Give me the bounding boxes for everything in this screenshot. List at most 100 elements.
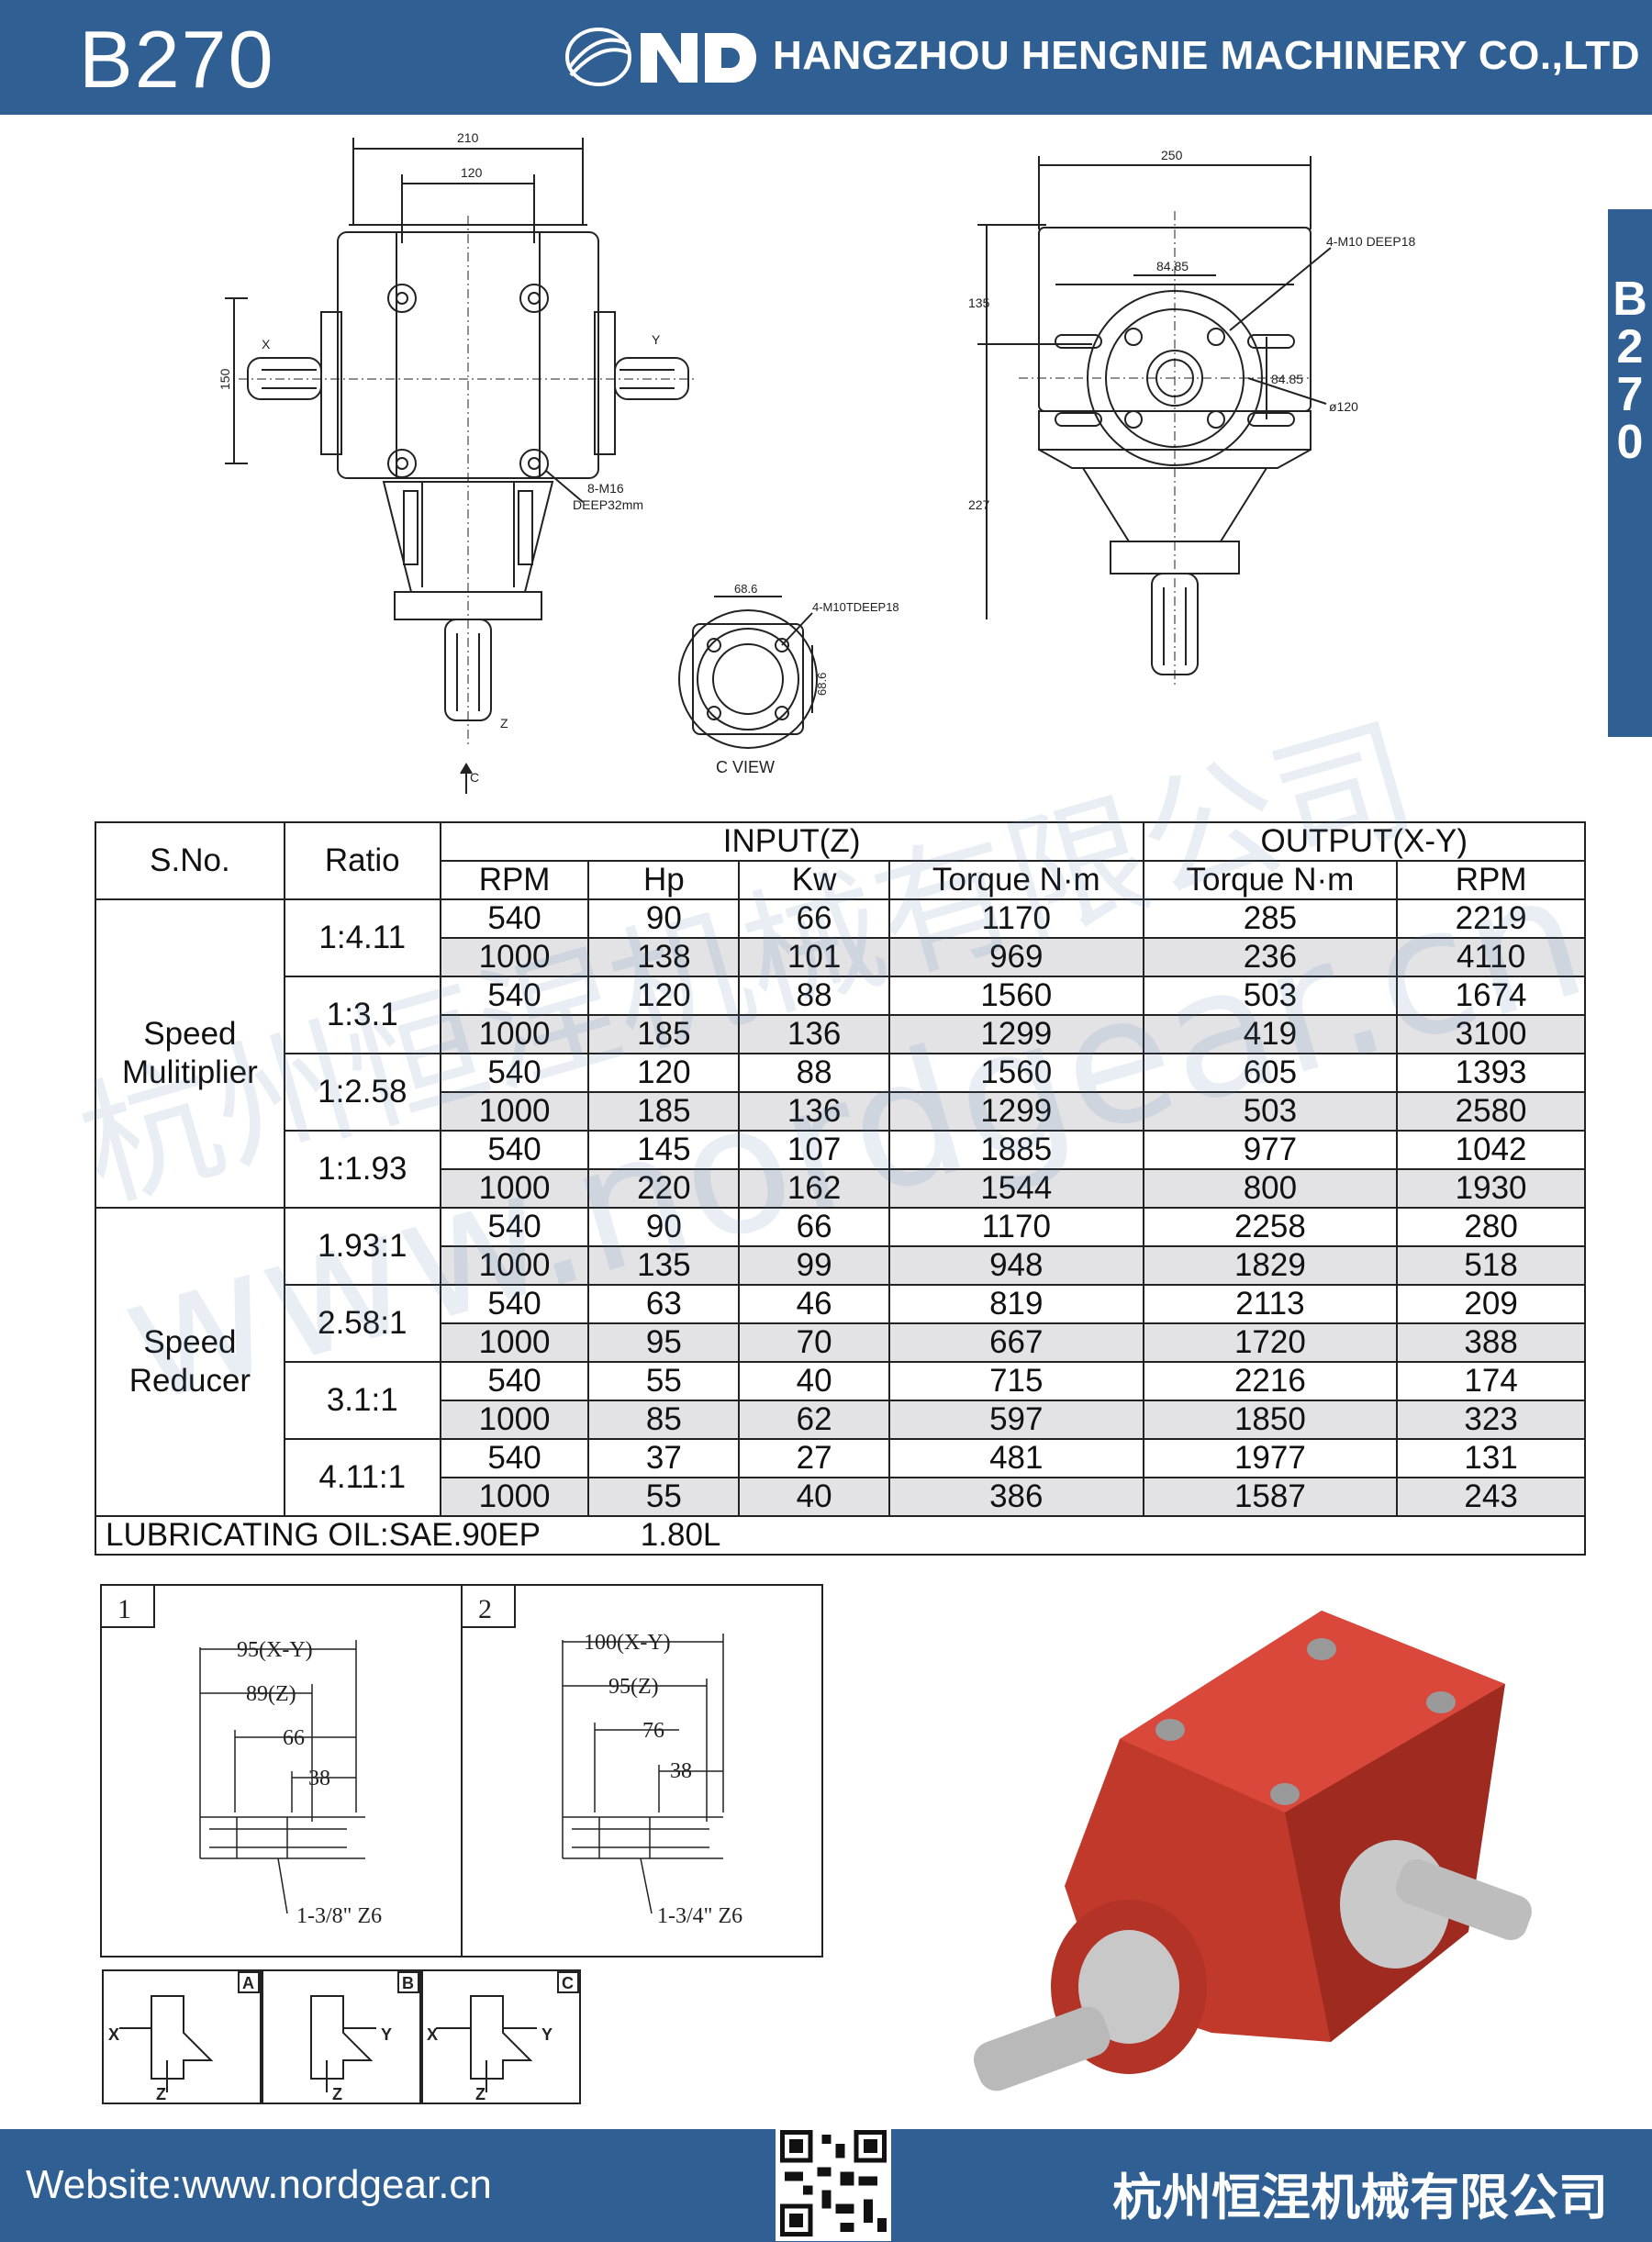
value-cell: 145 — [587, 1130, 741, 1170]
value-cell: 174 — [1396, 1361, 1586, 1401]
shaft-1-dim: 89(Z) — [246, 1682, 296, 1706]
value-cell: 1930 — [1396, 1168, 1586, 1209]
dim-label: 210 — [457, 130, 479, 145]
value-cell: 236 — [1142, 937, 1399, 977]
value-cell: 1170 — [887, 1207, 1144, 1247]
value-cell: 1000 — [439, 1477, 590, 1517]
group-label-line: Speed — [143, 1016, 237, 1052]
value-cell: 800 — [1142, 1168, 1399, 1209]
value-cell: 540 — [439, 976, 590, 1016]
bolt-note: DEEP32mm — [573, 497, 643, 512]
value-cell: 46 — [738, 1284, 890, 1324]
ratio-cell: 3.1:1 — [283, 1361, 441, 1440]
value-cell: 120 — [587, 976, 741, 1016]
value-cell: 88 — [738, 1053, 890, 1093]
value-cell: 1299 — [887, 1014, 1144, 1054]
subheader: RPM — [439, 860, 590, 900]
dim-label: 250 — [1161, 148, 1183, 162]
value-cell: 540 — [439, 1053, 590, 1093]
value-cell: 85 — [587, 1400, 741, 1440]
shaft-1-dim: 38 — [308, 1767, 330, 1790]
value-cell: 136 — [738, 1091, 890, 1132]
shaft-1-number: 1 — [117, 1594, 131, 1624]
value-cell: 540 — [439, 1438, 590, 1478]
value-cell: 1000 — [439, 1014, 590, 1054]
header-output: OUTPUT(X-Y) — [1142, 821, 1587, 862]
value-cell: 1393 — [1396, 1053, 1586, 1093]
subheader: RPM — [1396, 860, 1586, 900]
side-tab-label: B 2 7 0 — [1608, 275, 1652, 466]
value-cell: 63 — [587, 1284, 741, 1324]
ratio-cell: 4.11:1 — [283, 1438, 441, 1517]
shaft-2-dim: 76 — [642, 1719, 664, 1743]
value-cell: 62 — [738, 1400, 890, 1440]
value-cell: 55 — [587, 1477, 741, 1517]
value-cell: 1299 — [887, 1091, 1144, 1132]
oil-volume: 1.80L — [640, 1517, 721, 1553]
axis-label-x: X — [262, 337, 271, 351]
value-cell: 40 — [738, 1361, 890, 1401]
side-tab-char: 0 — [1616, 416, 1644, 469]
value-cell: 2580 — [1396, 1091, 1586, 1132]
value-cell: 4110 — [1396, 937, 1586, 977]
ratio-cell: 1:3.1 — [283, 976, 441, 1054]
value-cell: 101 — [738, 937, 890, 977]
shaft-2-spline: 1-3/4" Z6 — [657, 1904, 742, 1928]
value-cell: 90 — [587, 898, 741, 939]
front-view-drawing: 210 120 150 X Y Z C 8-M16 DEEP32mm — [220, 130, 698, 794]
value-cell: 948 — [887, 1245, 1144, 1286]
config-letter: A — [242, 1974, 254, 1992]
value-cell: 1720 — [1142, 1322, 1399, 1363]
bolt-note: 8-M16 — [587, 481, 624, 496]
dim-label: 227 — [968, 497, 990, 512]
config-diagrams: A B C X Z Y Z X Y Z — [102, 1969, 581, 2104]
axis-label-y: Y — [652, 332, 661, 347]
value-cell: 3100 — [1396, 1014, 1586, 1054]
config-axis: Y — [381, 2025, 392, 2044]
value-cell: 66 — [738, 898, 890, 939]
value-cell: 37 — [587, 1438, 741, 1478]
value-cell: 55 — [587, 1361, 741, 1401]
value-cell: 138 — [587, 937, 741, 977]
dim-label: 120 — [461, 165, 483, 180]
subheader: Kw — [738, 860, 890, 900]
value-cell: 107 — [738, 1130, 890, 1170]
qr-code-icon[interactable] — [776, 2125, 891, 2241]
value-cell: 40 — [738, 1477, 890, 1517]
value-cell: 819 — [887, 1284, 1144, 1324]
header-ratio: Ratio — [283, 821, 441, 900]
gearbox-photo — [973, 1611, 1532, 2091]
bolt-note: 4-M10TDEEP18 — [812, 600, 899, 614]
side-view-drawing: 250 135 227 84.85 84.85 ø120 4-M10 DEEP1… — [968, 148, 1415, 688]
website-link[interactable]: Website:www.nordgear.cn — [26, 2162, 492, 2207]
value-cell: 540 — [439, 1207, 590, 1247]
value-cell: 1674 — [1396, 976, 1586, 1016]
value-cell: 1560 — [887, 1053, 1144, 1093]
value-cell: 243 — [1396, 1477, 1586, 1517]
value-cell: 503 — [1142, 976, 1399, 1016]
company-name: HANGZHOU HENGNIE MACHINERY CO.,LTD — [773, 33, 1641, 78]
value-cell: 185 — [587, 1014, 741, 1054]
dim-label: 84.85 — [1156, 259, 1189, 273]
value-cell: 597 — [887, 1400, 1144, 1440]
dim-label: 135 — [968, 296, 990, 310]
value-cell: 120 — [587, 1053, 741, 1093]
config-letter: C — [562, 1974, 574, 1992]
group-label-line: Reducer — [128, 1363, 251, 1399]
subheader: Hp — [587, 860, 741, 900]
value-cell: 323 — [1396, 1400, 1586, 1440]
shaft-2-dim: 95(Z) — [608, 1675, 659, 1699]
value-cell: 88 — [738, 976, 890, 1016]
value-cell: 1560 — [887, 976, 1144, 1016]
value-cell: 1170 — [887, 898, 1144, 939]
header-bar: B270 HANGZHOU HENGNIE MACHINERY CO.,LTD — [0, 0, 1652, 115]
side-tab-char: 7 — [1616, 368, 1644, 421]
value-cell: 1000 — [439, 1168, 590, 1209]
